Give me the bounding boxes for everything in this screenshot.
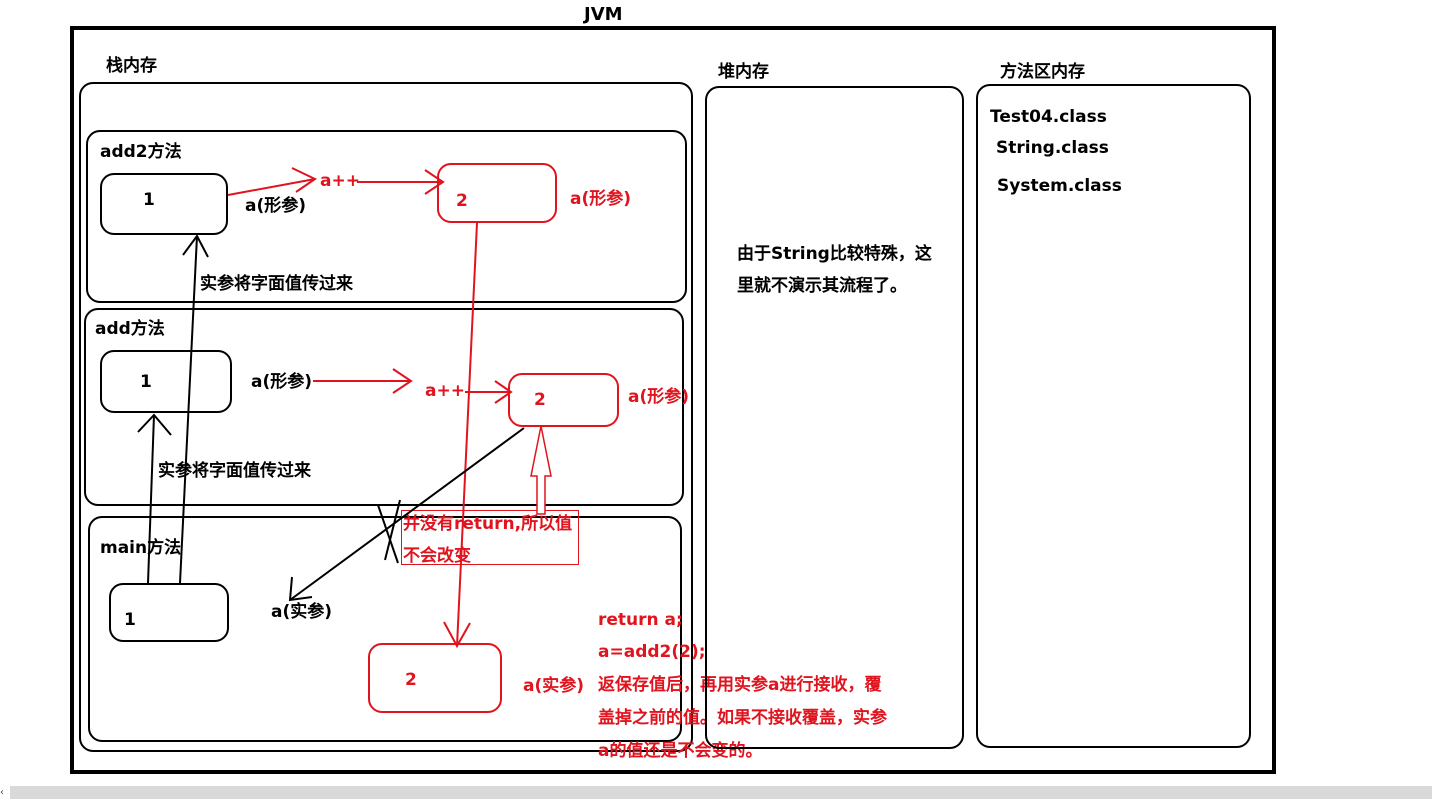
main-arg-box <box>109 583 229 642</box>
heap-memory-region <box>705 86 964 749</box>
stack-memory-region <box>79 82 693 752</box>
add2-method-frame <box>86 130 687 303</box>
add2-pass-note: 实参将字面值传过来 <box>200 274 353 294</box>
add2-input-value: 1 <box>143 190 155 210</box>
jvm-frame <box>70 26 1276 774</box>
add-param-label-red: a(形参) <box>628 387 690 407</box>
no-return-note-line1: 并没有return,所以值 <box>403 514 573 534</box>
return-note-line4: 盖掉之前的值。如果不接收覆盖，实参 <box>598 708 887 728</box>
method-area-region <box>976 84 1251 748</box>
class-entry-test04: Test04.class <box>990 107 1107 127</box>
add2-input-box <box>100 173 228 235</box>
method-area-title: 方法区内存 <box>1000 62 1085 82</box>
return-note-line2: a=add2(2); <box>598 642 706 662</box>
add-pass-note: 实参将字面值传过来 <box>158 461 311 481</box>
return-note-line5: a的值还是不会变的。 <box>598 741 763 761</box>
jvm-title: JVM <box>584 4 623 25</box>
add2-result-box <box>437 163 557 223</box>
main-arg-value: 1 <box>124 610 136 630</box>
add2-result-value: 2 <box>456 191 468 211</box>
add-result-value: 2 <box>534 390 546 410</box>
main-method-title: main方法 <box>100 538 182 558</box>
return-note-line3: 返保存值后，再用实参a进行接收，覆 <box>598 675 882 695</box>
main-result-value: 2 <box>405 670 417 690</box>
add-input-value: 1 <box>140 372 152 392</box>
heap-note-line2: 里就不演示其流程了。 <box>737 276 907 296</box>
add2-method-title: add2方法 <box>100 142 182 162</box>
heap-note-line1: 由于String比较特殊，这 <box>737 244 932 264</box>
add-result-box <box>508 373 619 427</box>
stack-title: 栈内存 <box>106 56 157 76</box>
add-increment-label: a++ <box>425 381 465 401</box>
add-param-label: a(形参) <box>251 372 313 392</box>
scroll-left-icon[interactable]: ‹ <box>0 787 4 798</box>
class-entry-string: String.class <box>996 138 1109 158</box>
heap-title: 堆内存 <box>718 62 769 82</box>
add2-param-label: a(形参) <box>245 196 307 216</box>
class-entry-system: System.class <box>997 176 1122 196</box>
horizontal-scrollbar[interactable] <box>10 786 1432 799</box>
return-note-line1: return a; <box>598 610 683 630</box>
main-result-label: a(实参) <box>523 676 585 696</box>
add2-param-label-red: a(形参) <box>570 189 632 209</box>
add-method-title: add方法 <box>95 319 165 339</box>
add2-increment-label: a++ <box>320 171 360 191</box>
add-input-box <box>100 350 232 413</box>
no-return-note-line2: 不会改变 <box>403 546 471 566</box>
main-result-box <box>368 643 502 713</box>
main-arg-label: a(实参) <box>271 602 333 622</box>
